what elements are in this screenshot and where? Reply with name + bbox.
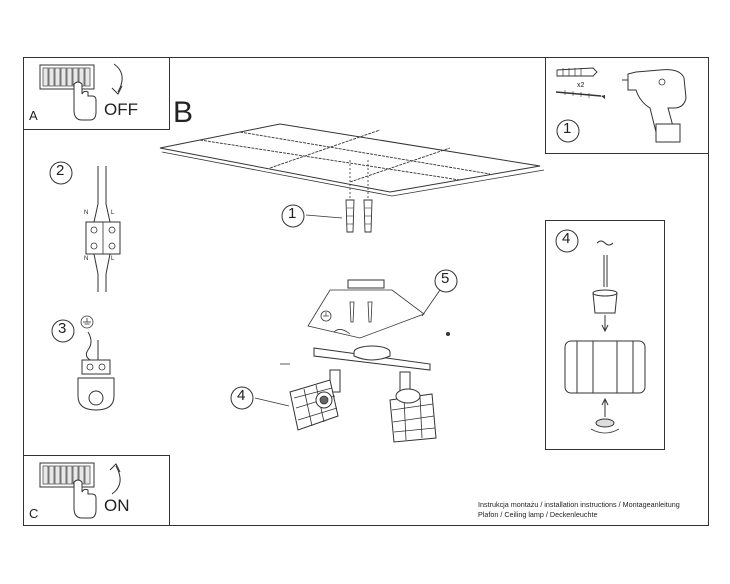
step-5-badge — [434, 269, 458, 293]
step-5-leader-line — [421, 289, 441, 317]
panel-c-arrow-up-icon — [109, 463, 121, 495]
earth-terminal-drawing — [77, 331, 115, 411]
step-2-number: 2 — [56, 162, 65, 179]
panel-c-letter: C — [29, 506, 39, 521]
section-b-letter: B — [173, 96, 194, 129]
panel-c-on-label: ON — [104, 496, 130, 515]
spot-fixture-drawing — [280, 332, 450, 443]
terminal-block-drawing — [85, 166, 121, 292]
panel-a-off-label: OFF — [104, 100, 138, 119]
step-4-leader-line — [254, 397, 290, 407]
step-4-number-detail: 4 — [562, 230, 571, 247]
ceiling-plate — [159, 123, 545, 197]
step-3-number: 3 — [58, 320, 67, 337]
step-1-number-mount: 1 — [288, 205, 297, 222]
shade-assembly-drawing — [564, 240, 646, 434]
step-4-number-main: 4 — [237, 387, 246, 404]
ceiling-plugs-drawing — [345, 160, 373, 233]
ground-symbol-icon — [80, 315, 94, 329]
step-1-badge-top — [556, 119, 580, 143]
panel-a-letter: A — [29, 108, 38, 123]
caption-line-1: Instrukcja montażu / installation instru… — [478, 500, 680, 509]
wire-neutral-top: N — [84, 210, 89, 216]
step-1-badge-mount — [281, 204, 305, 228]
step-3-badge — [51, 319, 75, 343]
panel-a-switchboard-icon — [39, 64, 97, 121]
panel-a-arrow-down-icon — [111, 63, 123, 95]
panel-a-switch-off — [23, 57, 170, 130]
wire-live-bottom: L — [111, 256, 115, 262]
power-drill-icon — [622, 69, 687, 143]
step-4-badge-main — [230, 386, 254, 410]
mounting-bracket-drawing — [307, 279, 425, 339]
wire-neutral-bottom: N — [84, 256, 89, 262]
outer-frame — [23, 57, 709, 526]
caption-line-2: Plafon / Ceiling lamp / Deckenleuchte — [478, 510, 598, 519]
wire-live-top: L — [111, 210, 115, 216]
step-4-badge-detail — [555, 229, 579, 253]
panel-c-switch-on — [23, 455, 170, 526]
step-2-badge — [49, 161, 73, 185]
screw-quantity-label: x2 — [577, 82, 585, 89]
wall-plug-icon — [555, 67, 605, 99]
step-5-number: 5 — [441, 270, 450, 287]
step-1-leader-line — [305, 214, 343, 219]
panel-c-switchboard-icon — [39, 462, 97, 519]
step-1-number-top: 1 — [563, 120, 572, 137]
